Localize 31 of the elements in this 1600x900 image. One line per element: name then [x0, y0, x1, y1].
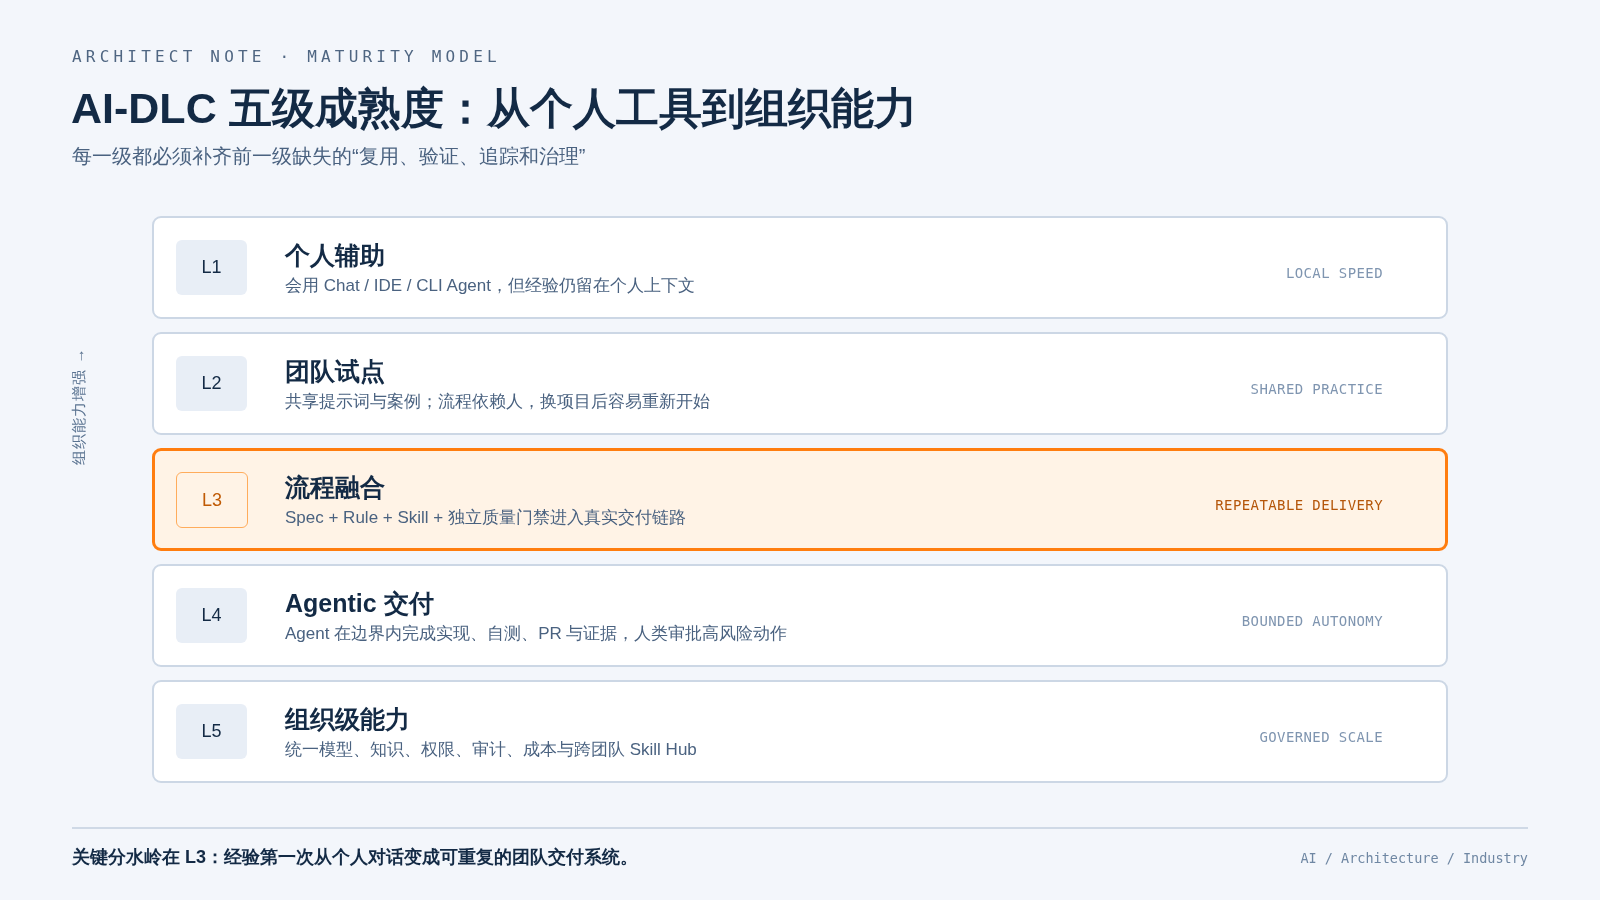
level-description: 会用 Chat / IDE / CLI Agent，但经验仍留在个人上下文	[285, 275, 695, 297]
level-description: Spec + Rule + Skill + 独立质量门禁进入真实交付链路	[285, 507, 686, 529]
level-title: 流程融合	[285, 472, 385, 502]
level-title: Agentic 交付	[285, 588, 434, 618]
footer-source: AI / Architecture / Industry	[1300, 849, 1528, 867]
level-card	[152, 332, 1448, 435]
eyebrow-text: ARCHITECT NOTE · MATURITY MODEL	[72, 46, 501, 68]
level-card	[152, 564, 1448, 667]
axis-label: 组织能力增强 →	[70, 347, 88, 465]
level-description: 统一模型、知识、权限、审计、成本与跨团队 Skill Hub	[285, 739, 697, 761]
level-badge: L2	[176, 356, 247, 411]
level-title: 团队试点	[285, 356, 385, 386]
level-tag: BOUNDED AUTONOMY	[1241, 612, 1383, 630]
level-badge: L5	[176, 704, 247, 759]
level-tag: LOCAL SPEED	[1285, 264, 1383, 282]
title: AI-DLC 五级成熟度：从个人工具到组织能力	[71, 83, 917, 134]
level-badge: L4	[176, 588, 247, 643]
level-description: Agent 在边界内完成实现、自测、PR 与证据，人类审批高风险动作	[285, 623, 788, 645]
level-card	[152, 216, 1448, 319]
level-badge: L3	[176, 472, 248, 528]
level-title: 个人辅助	[285, 240, 385, 270]
level-card	[152, 448, 1448, 551]
level-badge: L1	[176, 240, 247, 295]
level-tag: GOVERNED SCALE	[1259, 728, 1383, 746]
level-tag: SHARED PRACTICE	[1250, 380, 1383, 398]
level-description: 共享提示词与案例；流程依赖人，换项目后容易重新开始	[285, 391, 710, 413]
level-tag: REPEATABLE DELIVERY	[1215, 496, 1383, 514]
footer-note: 关键分水岭在 L3：经验第一次从个人对话变成可重复的团队交付系统。	[72, 846, 638, 869]
subtitle: 每一级都必须补齐前一级缺失的“复用、验证、追踪和治理”	[72, 144, 586, 169]
level-card	[152, 680, 1448, 783]
level-title: 组织级能力	[285, 704, 410, 734]
